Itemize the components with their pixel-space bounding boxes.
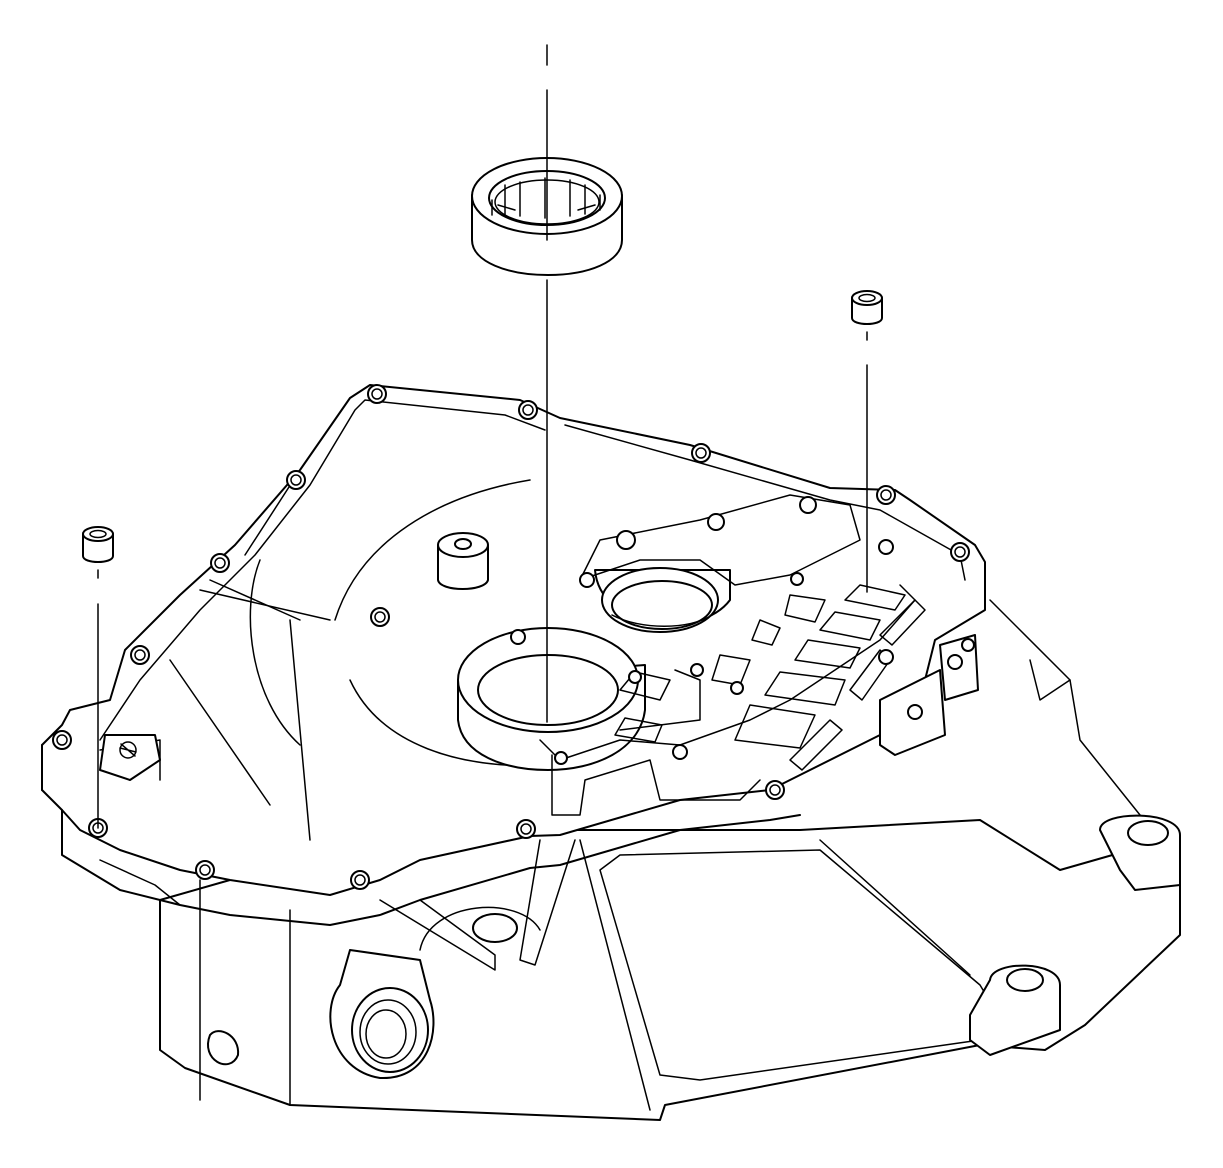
transaxle-case-icon bbox=[41, 384, 1181, 1121]
dowel-pin-icon bbox=[82, 526, 114, 563]
assembly-centerlines bbox=[97, 44, 868, 829]
flange-bolt-holes bbox=[52, 384, 970, 890]
dowel-pin-icon bbox=[851, 290, 883, 325]
valve-body-grid bbox=[614, 584, 926, 771]
